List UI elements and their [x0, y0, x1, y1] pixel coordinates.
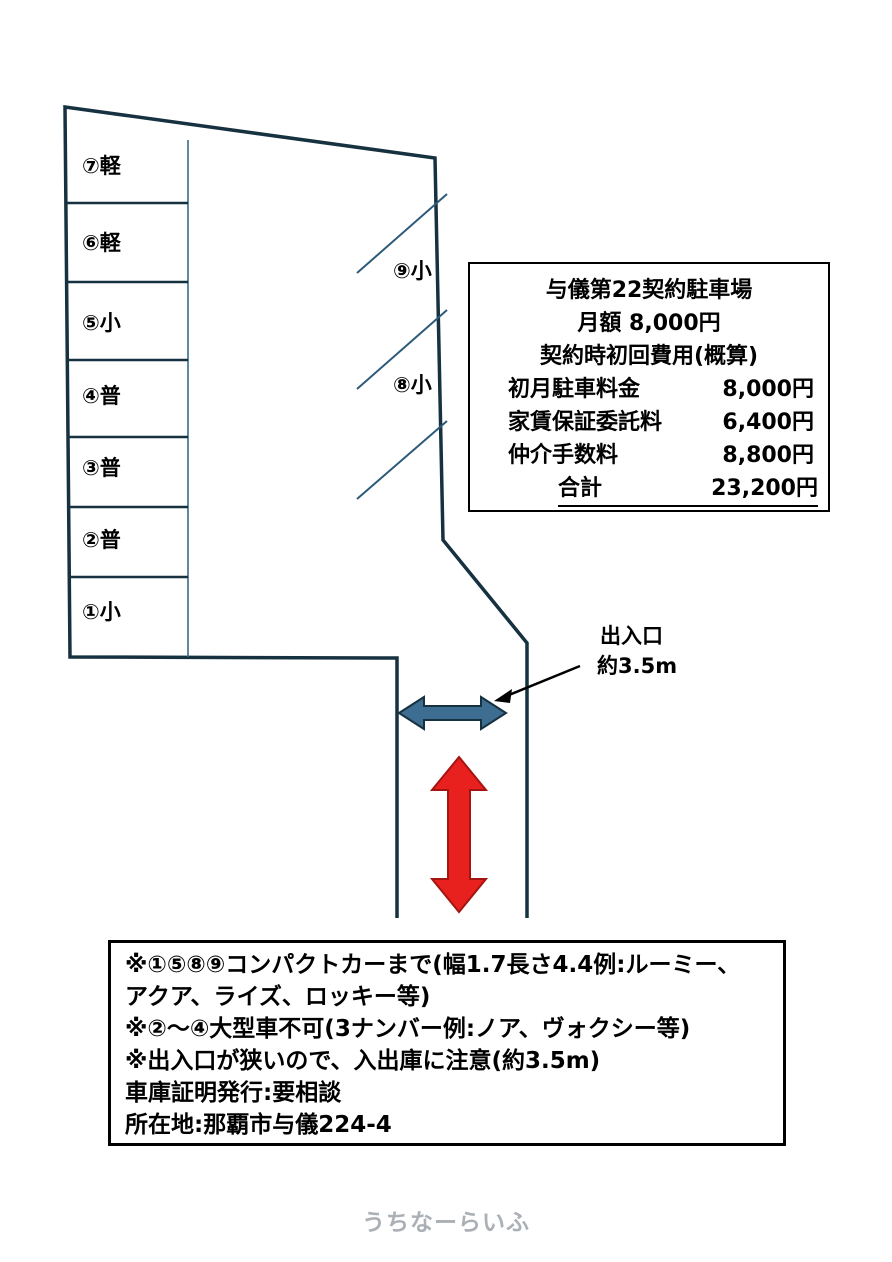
two-way-arrow-horizontal [397, 695, 508, 731]
fee-value: 8,800円 [722, 443, 814, 468]
lot-title: 与儀第22契約駐車場 [545, 278, 753, 303]
entrance-label-line1: 出入口 [600, 624, 663, 648]
space-label-5: ⑤小 [82, 311, 121, 335]
entrance-pointer-head [494, 689, 512, 703]
entrance-pointer-line [503, 664, 581, 699]
notes-box: ※①⑤⑧⑨コンパクトカーまで(幅1.7長さ4.4例:ルーミー、 アクア、ライズ、… [108, 940, 786, 1146]
fee-row: 初月駐車料金 8,000円 [470, 373, 828, 406]
fee-row: 仲介手数料 8,800円 [470, 439, 828, 472]
total-label: 合計 [558, 476, 603, 501]
site-watermark: うちなーらいふ [362, 1210, 530, 1236]
entrance-label-line2: 約3.5m [597, 654, 677, 678]
total-value: 23,200円 [711, 476, 818, 501]
lot-outline [63, 104, 529, 918]
note-line: アクア、ライズ、ロッキー等) [125, 984, 431, 1010]
fee-value: 8,000円 [722, 377, 814, 402]
space-label-7: ⑦軽 [82, 154, 122, 178]
space-label-8: ⑧小 [393, 373, 432, 397]
space-label-2: ②普 [82, 528, 121, 552]
fee-label: 仲介手数料 [508, 443, 619, 468]
space-label-3: ③普 [82, 456, 121, 480]
fee-label: 家賃保証委託料 [508, 410, 663, 435]
space-label-1: ①小 [82, 600, 121, 624]
note-line: 車庫証明発行:要相談 [125, 1080, 342, 1106]
note-line: ※①⑤⑧⑨コンパクトカーまで(幅1.7長さ4.4例:ルーミー、 [125, 952, 741, 978]
note-line: ※②～④大型車不可(3ナンバー例:ノア、ヴォクシー等) [125, 1016, 691, 1042]
space-label-6: ⑥軽 [82, 231, 122, 255]
fee-row: 家賃保証委託料 6,400円 [470, 406, 828, 439]
monthly-fee: 月額 8,000円 [577, 311, 721, 336]
note-line: 所在地:那覇市与儀224-4 [125, 1112, 392, 1138]
fee-value: 6,400円 [722, 410, 814, 435]
total-row: 合計 23,200円 [558, 472, 818, 507]
fee-label: 初月駐車料金 [508, 377, 641, 402]
initial-cost-subtitle: 契約時初回費用(概算) [539, 344, 759, 369]
note-line: ※出入口が狭いので、入出庫に注意(約3.5m) [125, 1048, 601, 1074]
diagonal-line [356, 420, 448, 500]
space-label-4: ④普 [82, 384, 121, 408]
price-info-box: 与儀第22契約駐車場 月額 8,000円 契約時初回費用(概算) 初月駐車料金 … [468, 262, 830, 512]
space-label-9: ⑨小 [393, 259, 432, 283]
diagonal-line [356, 309, 448, 390]
two-way-arrow-vertical [429, 755, 489, 914]
diagonal-line [356, 193, 448, 274]
